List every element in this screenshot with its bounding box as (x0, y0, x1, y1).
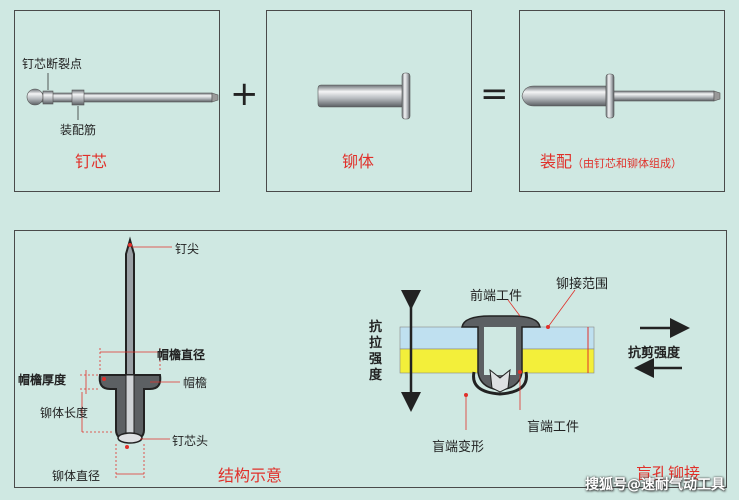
head-dia-label: 帽檐直径 (157, 348, 206, 362)
assembly-note: （由钉芯和铆体组成） (572, 157, 683, 170)
shear-label: 抗剪强度 (628, 346, 681, 361)
tip-label: 钉尖 (175, 242, 200, 256)
mandrel-drawing (26, 73, 219, 120)
mandrel-head-label: 钉芯头 (172, 434, 209, 448)
tensile-label: 抗拉强度 (369, 320, 383, 383)
assembly-title: 装配 (540, 152, 573, 171)
blind-work-label: 盲端工件 (527, 420, 580, 435)
range-label: 铆接范围 (556, 277, 609, 292)
structure-caption: 结构示意 (218, 466, 283, 485)
assembly-drawing (521, 73, 721, 119)
rivet-body-caption: 铆体 (342, 152, 375, 171)
blind-rivet-drawing (399, 289, 690, 430)
structure-drawing (80, 236, 180, 480)
assembly-caption: 装配（由钉芯和铆体组成） (540, 148, 682, 172)
equals-sign: = (480, 74, 509, 114)
brim-label: 帽檐 (183, 376, 208, 390)
deform-label: 盲端变形 (432, 440, 485, 455)
body-dia-label: 铆体直径 (52, 469, 101, 483)
rivet-body-drawing (317, 72, 411, 120)
watermark: 搜狐号@速耐气动工具 (585, 477, 725, 493)
rib-label: 装配筋 (60, 123, 97, 137)
blind-caption: 盲孔铆接 (636, 464, 701, 483)
mandrel-caption: 钉芯 (75, 152, 108, 171)
plus-sign: + (230, 74, 259, 114)
head-thick-label: 帽檐厚度 (18, 373, 67, 387)
front-work-label: 前端工件 (470, 289, 523, 304)
length-label: 铆体长度 (40, 406, 89, 420)
break-point-label: 钉芯断裂点 (22, 57, 83, 71)
